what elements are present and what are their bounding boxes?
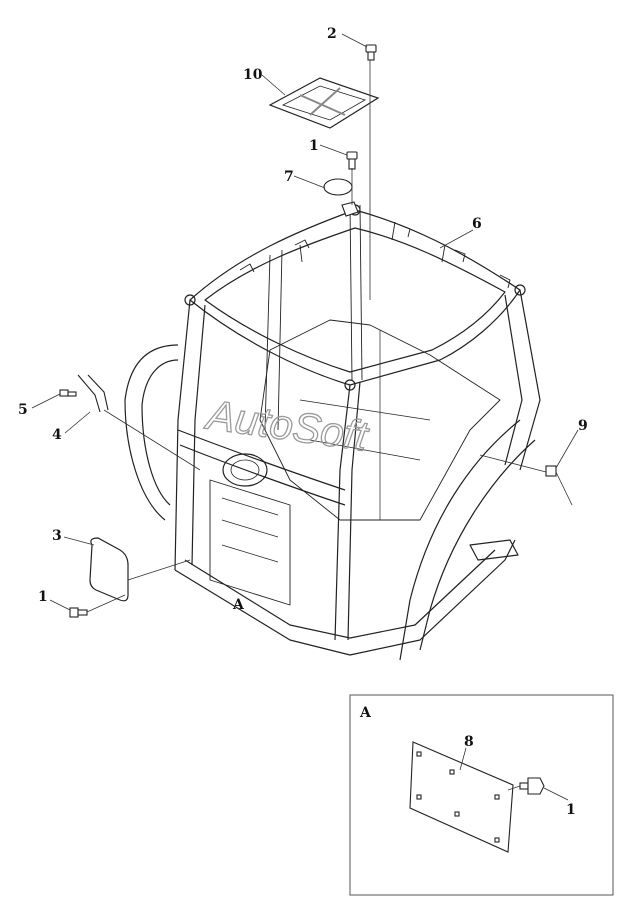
callout-9: 9 bbox=[578, 418, 588, 434]
watermark-text: AutoSoft bbox=[201, 390, 372, 460]
cover-plate-part-3 bbox=[89, 537, 129, 602]
callout-7: 7 bbox=[284, 169, 294, 185]
callout-1-top: 1 bbox=[309, 138, 319, 154]
detail-callout-8: 8 bbox=[464, 734, 474, 750]
callout-4: 4 bbox=[52, 427, 62, 443]
detail-label-a: A bbox=[359, 705, 372, 721]
callout-a-main: A bbox=[232, 597, 245, 613]
callout-10: 10 bbox=[243, 67, 263, 83]
bolt-part-1-top bbox=[346, 151, 358, 170]
callout-2: 2 bbox=[327, 26, 337, 42]
roof-hatch-part bbox=[268, 77, 380, 129]
cover-part-7 bbox=[323, 178, 359, 217]
bolt-part-1-left bbox=[69, 607, 88, 618]
detail-leader-lines bbox=[459, 747, 569, 801]
detail-box-frame bbox=[349, 694, 614, 896]
detail-bolt-part-1 bbox=[519, 777, 545, 795]
detail-view-a: A 8 1 bbox=[349, 694, 614, 896]
cab-frame bbox=[124, 204, 541, 661]
callout-5: 5 bbox=[18, 402, 28, 418]
callout-1-left: 1 bbox=[38, 589, 48, 605]
leader-lines bbox=[31, 33, 579, 613]
clip-part-9 bbox=[545, 465, 557, 477]
callout-3: 3 bbox=[52, 528, 62, 544]
detail-plate-part-8 bbox=[409, 741, 514, 853]
bracket-part-4-5 bbox=[59, 374, 109, 413]
callout-6: 6 bbox=[472, 216, 482, 232]
bolt-part-2 bbox=[365, 44, 377, 61]
detail-callout-1: 1 bbox=[566, 802, 576, 818]
